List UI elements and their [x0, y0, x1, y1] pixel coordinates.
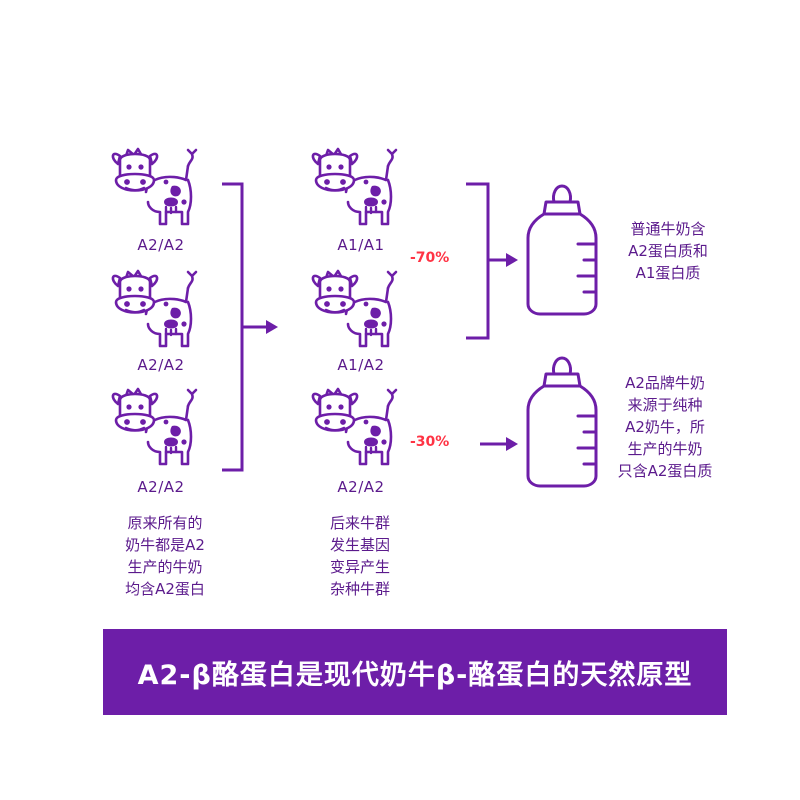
- middle-caption: 后来牛群 发生基因 变异产生 杂种牛群: [329, 514, 390, 598]
- genotype-label: A1/A2: [337, 356, 385, 374]
- cow-icon: [308, 386, 404, 466]
- reduction-bottom: -30%: [410, 434, 450, 450]
- genotype-label: A2/A2: [137, 478, 185, 496]
- genotype-label: A2/A2: [337, 478, 385, 496]
- bottom-banner: A2-β酪蛋白是现代奶牛β-酪蛋白的天然原型: [103, 629, 727, 715]
- milk-bottle-icon: [522, 352, 602, 492]
- cow-icon: [108, 268, 204, 348]
- a2-milk-text: A2品牌牛奶 来源于纯种 A2奶牛，所 生产的牛奶 只含A2蛋白质: [617, 374, 713, 480]
- cow-icon: [308, 268, 404, 348]
- cow-icon: [108, 386, 204, 466]
- genotype-label: A2/A2: [137, 356, 185, 374]
- regular-milk-text: 普通牛奶含 A2蛋白质和 A1蛋白质: [628, 220, 708, 282]
- cow-icon: [108, 146, 204, 226]
- left-caption: 原来所有的 奶牛都是A2 生产的牛奶 均含A2蛋白: [125, 514, 205, 598]
- banner-title: A2-β酪蛋白是现代奶牛β-酪蛋白的天然原型: [137, 659, 693, 691]
- genotype-label: A1/A1: [337, 236, 385, 254]
- genotype-label: A2/A2: [137, 236, 185, 254]
- cow-icon: [308, 146, 404, 226]
- reduction-top: -70%: [410, 250, 450, 266]
- milk-bottle-icon: [522, 180, 602, 320]
